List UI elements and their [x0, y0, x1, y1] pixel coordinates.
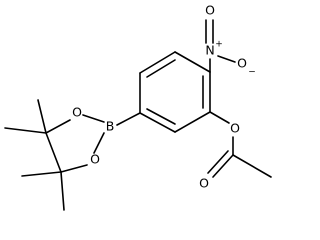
bond-boron-oxygen-upper — [82, 114, 105, 123]
bond-boron-oxygen-lower — [93, 132, 105, 154]
ring-bond-c1-c2 — [139, 51, 176, 74]
nitro-single-bond — [217, 55, 236, 63]
bond-quaternary-carbons — [45, 132, 62, 173]
methyl-bond-2 — [4, 127, 47, 134]
ring-oxygen-upper-label: O — [72, 105, 82, 120]
ring-bond-c5-c6 — [139, 112, 176, 133]
methyl-bond-3 — [21, 171, 62, 177]
nitro-oxygen-right-charge: − — [248, 68, 256, 78]
carbonyl-oxygen-label: O — [199, 176, 209, 191]
ester-oxygen-label: O — [230, 121, 240, 136]
bond-oxygen-lower-carbon — [60, 164, 88, 173]
carbonyl-double-bond-a — [212, 154, 234, 178]
bond-oxygen-upper-carbon — [45, 119, 71, 134]
methyl-bond-1 — [37, 99, 47, 134]
nitro-nitrogen-label: N — [205, 43, 214, 58]
ring-double-bond-c5-c6 — [146, 108, 176, 125]
ring-bond-c2-c3 — [174, 51, 211, 73]
chemical-structure-diagram: B O O N + O O − O O — [4, 3, 272, 211]
ring-double-bond-c1-c2 — [146, 59, 176, 78]
ring-oxygen-lower-label: O — [90, 152, 100, 167]
ring-bond-c4-c5 — [174, 111, 211, 133]
methyl-bond-4 — [60, 171, 65, 211]
bond-ring-boron — [116, 112, 141, 126]
boron-label: B — [106, 119, 115, 134]
nitro-nitrogen-charge: + — [215, 40, 223, 50]
bonds — [4, 19, 272, 211]
bond-ring-ester-oxygen — [209, 111, 230, 124]
bond-carbonyl-methyl — [232, 154, 272, 178]
nitro-oxygen-top-label: O — [205, 3, 215, 18]
atom-labels: B O O N + O O − O O — [72, 3, 256, 191]
nitro-oxygen-right-label: O — [237, 56, 247, 71]
carbonyl-double-bond-b — [207, 150, 229, 174]
